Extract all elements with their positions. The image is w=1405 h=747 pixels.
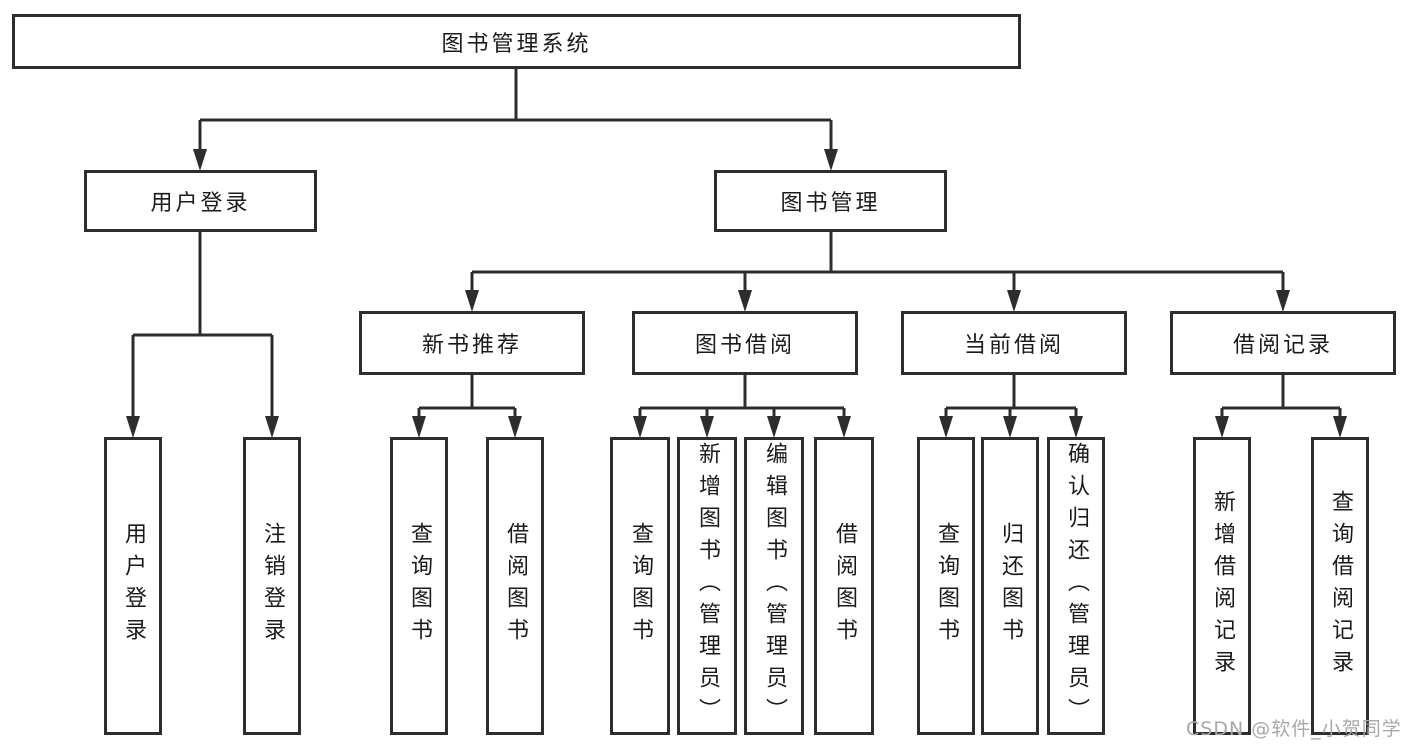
edge-book-mgmt-arrowheads	[465, 290, 1290, 312]
edge-new-book-rec-children	[417, 375, 517, 417]
node-leaf-rec-query-books: 查询图书	[390, 437, 448, 735]
node-leaf-logout: 注销登录	[243, 437, 301, 735]
node-leaf-borrow-edit-books-admin: 编辑图书（管理员）	[744, 437, 804, 735]
edge-new-book-rec-arrowheads	[412, 416, 522, 438]
node-leaf-borrow-add-books-admin: 新增图书（管理员）	[677, 437, 737, 735]
node-book-borrowing: 图书借阅	[632, 311, 858, 375]
node-leaf-query-borrow-record: 查询借阅记录	[1311, 437, 1369, 735]
node-leaf-add-borrow-record: 新增借阅记录	[1193, 437, 1251, 735]
edge-current-borrow-children	[944, 375, 1078, 417]
node-leaf-borrow-query-books: 查询图书	[610, 437, 670, 735]
edge-book-borrow-children	[638, 375, 846, 417]
node-new-book-recommendation: 新书推荐	[359, 311, 585, 375]
edge-root-children	[198, 69, 833, 150]
edge-borrow-record-children	[1220, 375, 1342, 417]
edge-book-mgmt-children	[470, 232, 1285, 291]
edge-user-login-arrowheads	[126, 416, 279, 438]
edge-borrow-record-arrowheads	[1215, 416, 1347, 438]
node-leaf-user-login: 用户登录	[104, 437, 162, 735]
node-leaf-current-confirm-return-admin: 确认归还（管理员）	[1047, 437, 1105, 735]
node-user-login: 用户登录	[84, 170, 317, 232]
edge-current-borrow-arrowheads	[939, 416, 1083, 438]
csdn-watermark: CSDN @软件_小贺同学	[1186, 718, 1402, 740]
edge-book-borrow-arrowheads	[633, 416, 851, 438]
node-leaf-current-return-books: 归还图书	[981, 437, 1039, 735]
node-leaf-current-query-books: 查询图书	[917, 437, 975, 735]
node-borrowing-records: 借阅记录	[1170, 311, 1396, 375]
node-root: 图书管理系统	[12, 14, 1021, 69]
node-leaf-borrow-borrow-books: 借阅图书	[814, 437, 874, 735]
node-current-borrowing: 当前借阅	[901, 311, 1127, 375]
edge-user-login-children	[131, 232, 274, 417]
node-book-management: 图书管理	[714, 170, 947, 232]
node-leaf-rec-borrow-books: 借阅图书	[486, 437, 544, 735]
edge-root-arrowheads	[193, 149, 838, 171]
